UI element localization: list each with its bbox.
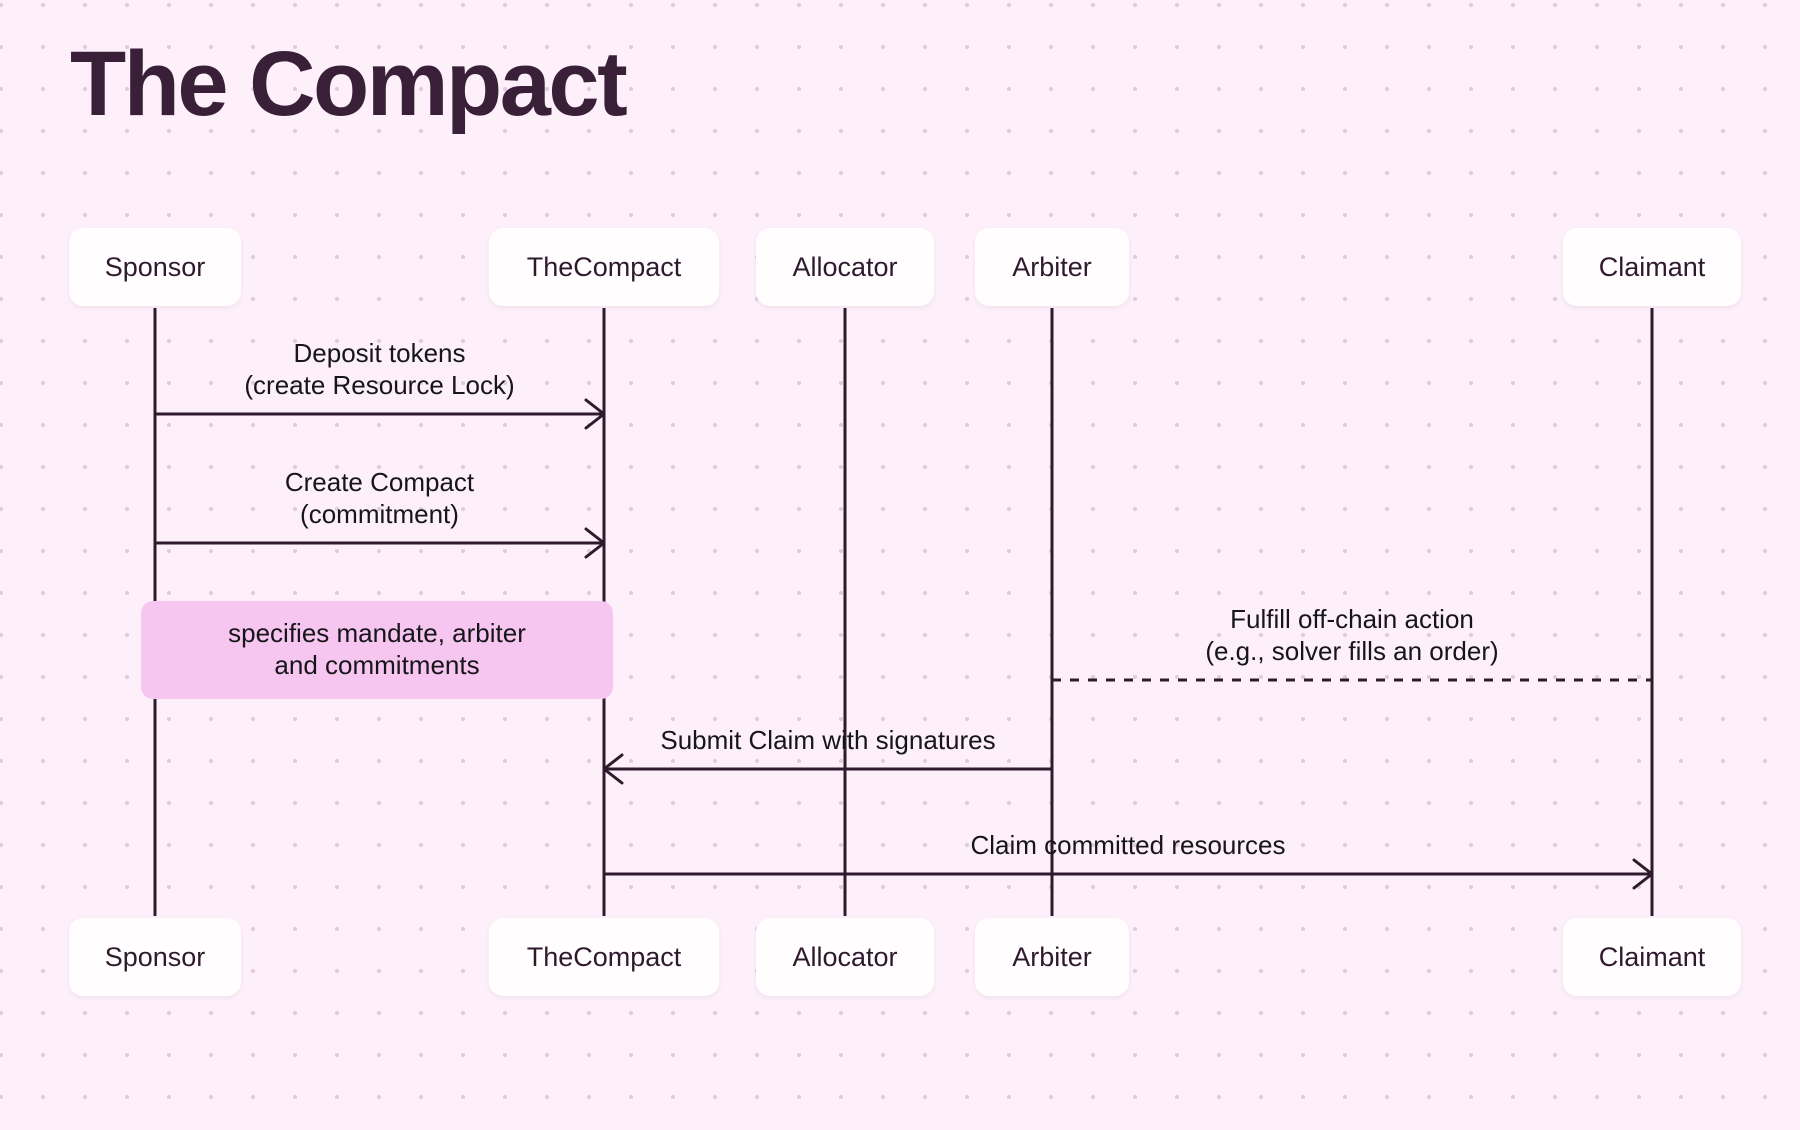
- participant-claimant-top[interactable]: Claimant: [1563, 228, 1741, 306]
- message-label-5: Claim committed resources: [971, 830, 1286, 862]
- participant-arbiter-top[interactable]: Arbiter: [975, 228, 1129, 306]
- arrowhead-2: [584, 527, 606, 559]
- arrowhead-5: [1632, 858, 1654, 890]
- message-label-line: Claim committed resources: [970, 830, 1286, 860]
- message-label-3: Fulfill off-chain action(e.g., solver fi…: [1205, 604, 1498, 667]
- participant-sponsor-bottom[interactable]: Sponsor: [69, 918, 241, 996]
- message-4: [602, 753, 1052, 785]
- message-label-line: (create Resource Lock): [244, 369, 515, 400]
- arrowhead-1: [584, 398, 606, 430]
- message-2: [155, 527, 606, 559]
- participant-claimant-bottom[interactable]: Claimant: [1563, 918, 1741, 996]
- page-title: The Compact: [70, 33, 628, 135]
- message-label-line: Fulfill off-chain action: [1230, 604, 1474, 634]
- message-label-line: (commitment): [300, 498, 459, 529]
- participant-sponsor-top[interactable]: Sponsor: [69, 228, 241, 306]
- message-label-line: Submit Claim with signatures: [660, 725, 996, 755]
- participant-allocator-top[interactable]: Allocator: [756, 228, 934, 306]
- participant-allocator-bottom[interactable]: Allocator: [756, 918, 934, 996]
- participant-arbiter-bottom[interactable]: Arbiter: [975, 918, 1129, 996]
- arrowhead-4: [602, 753, 624, 785]
- message-5: [604, 858, 1654, 890]
- message-label-1: Deposit tokens(create Resource Lock): [244, 338, 514, 401]
- message-label-line: Create Compact: [284, 467, 475, 497]
- message-arrows-group: [155, 398, 1654, 890]
- message-1: [155, 398, 606, 430]
- participant-thecompact-top[interactable]: TheCompact: [489, 228, 719, 306]
- note-line: and commitments: [274, 650, 480, 680]
- note-line: specifies mandate, arbiter: [228, 618, 526, 649]
- message-label-line: (e.g., solver fills an order): [1205, 635, 1499, 666]
- message-label-4: Submit Claim with signatures: [660, 725, 995, 757]
- participant-thecompact-bottom[interactable]: TheCompact: [489, 918, 719, 996]
- message-label-2: Create Compact(commitment): [285, 467, 474, 530]
- message-label-line: Deposit tokens: [293, 338, 466, 368]
